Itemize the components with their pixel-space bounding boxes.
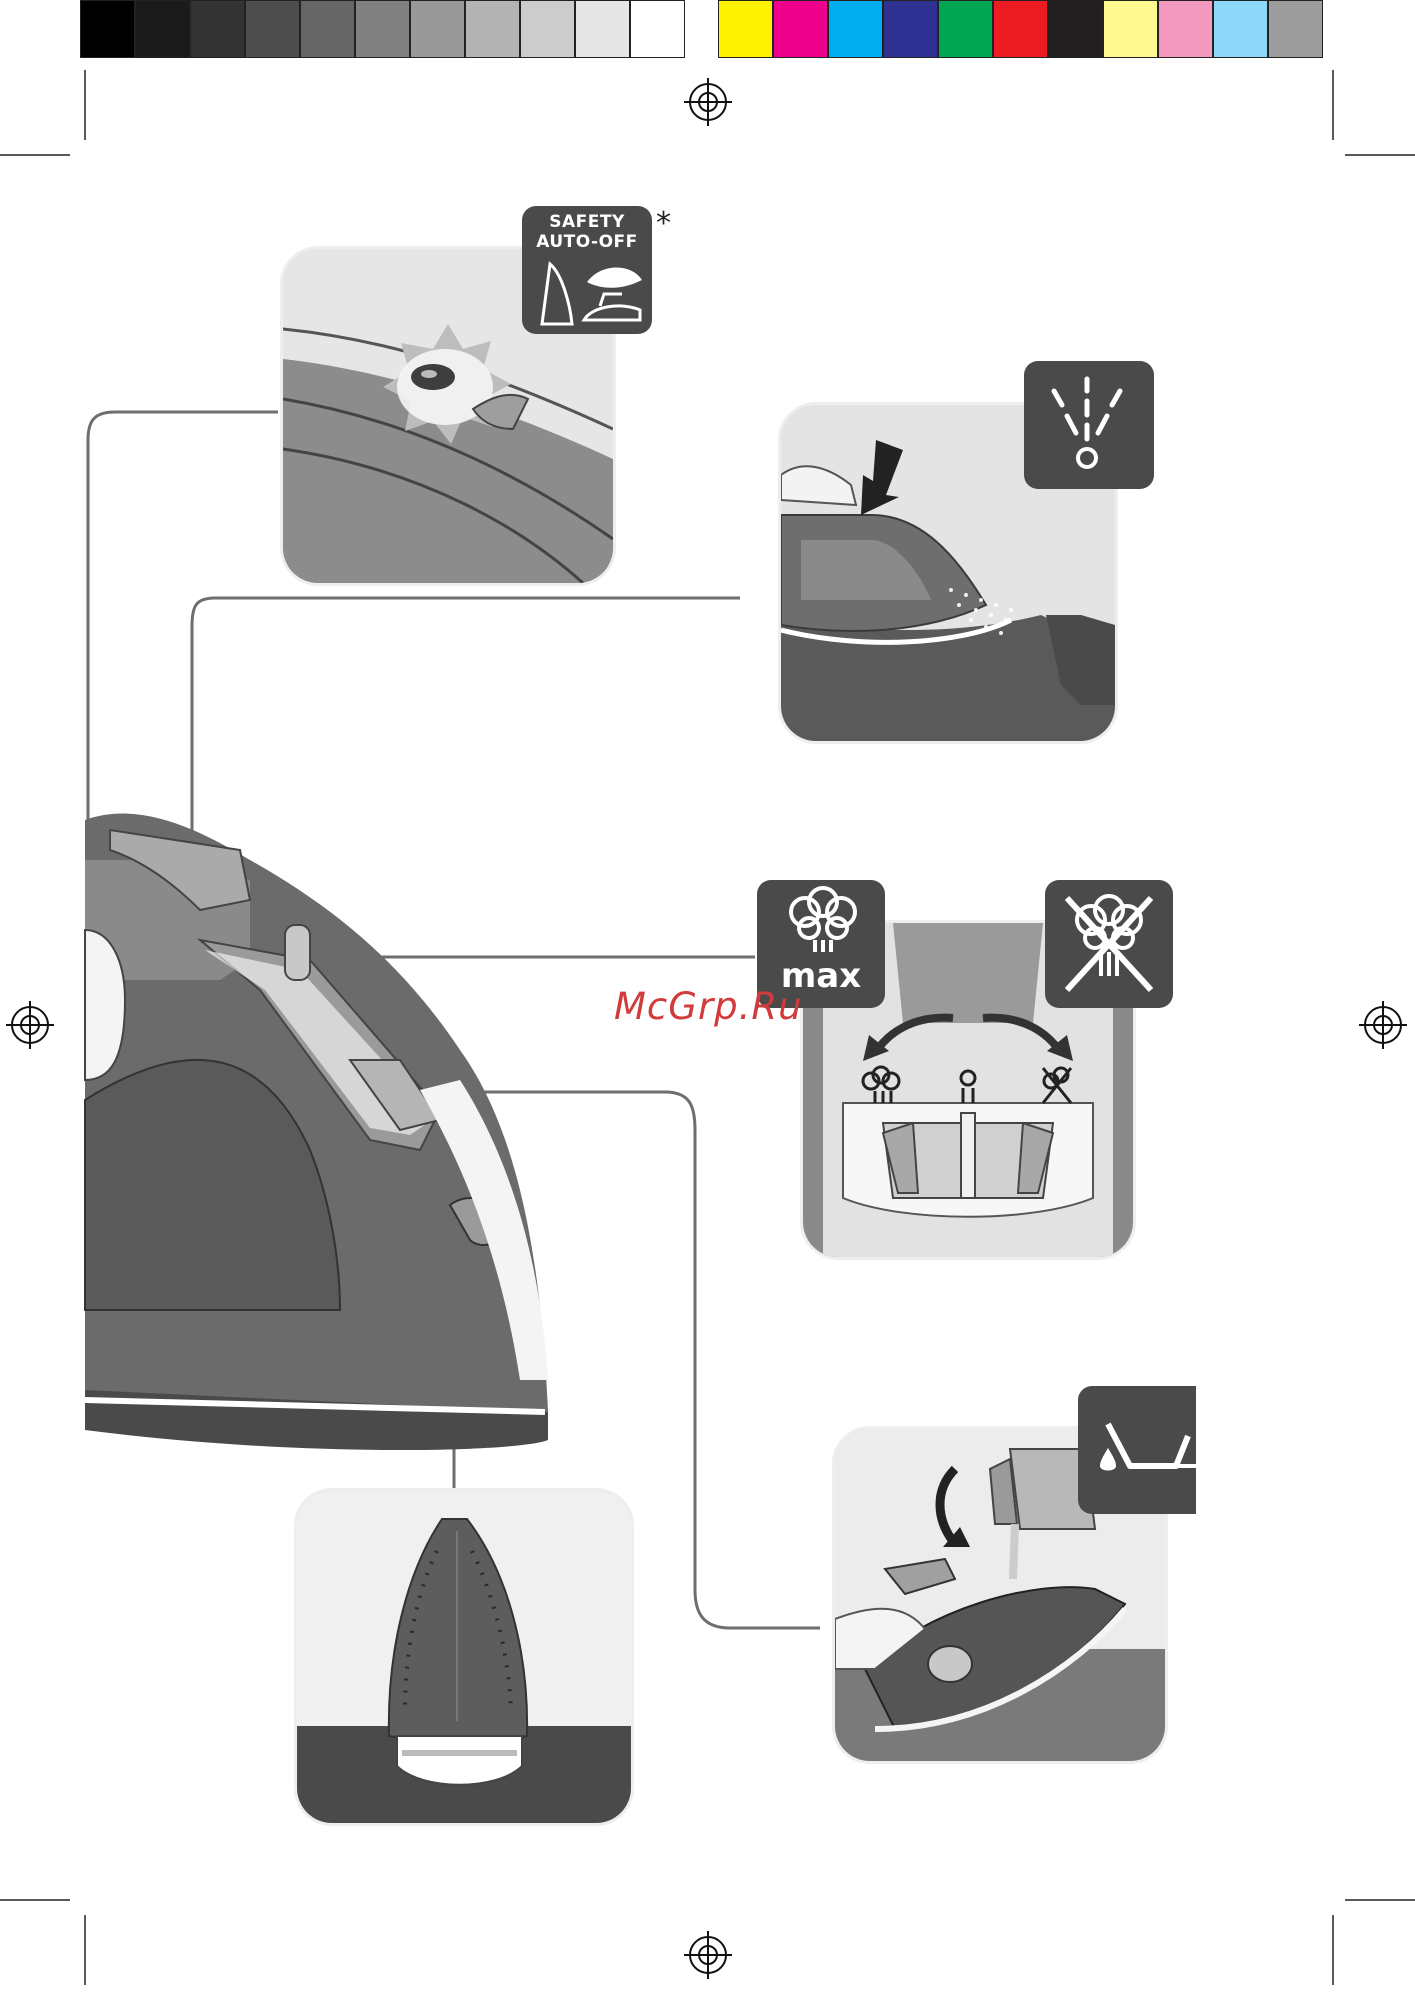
- iron-body: [85, 814, 548, 1451]
